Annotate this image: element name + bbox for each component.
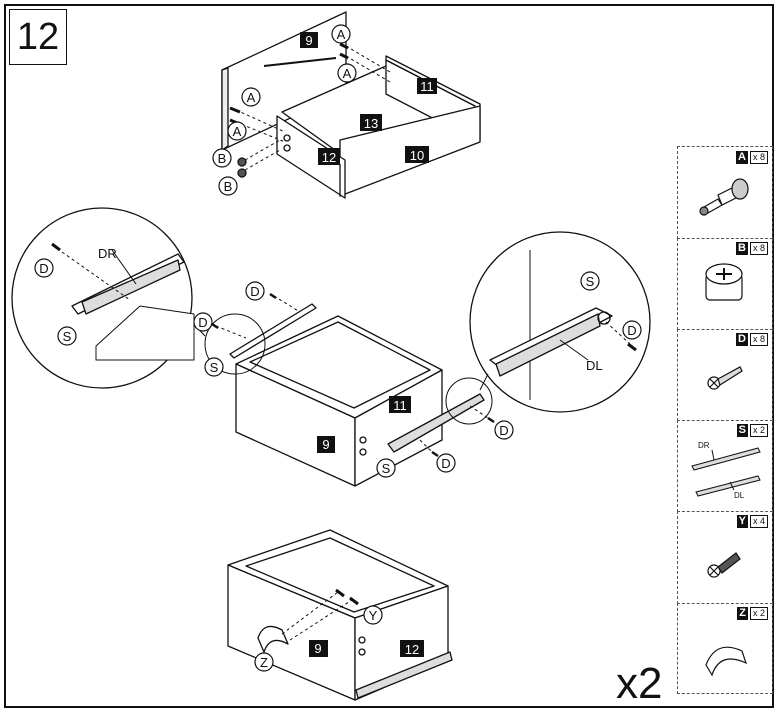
slide-label-dl: DL — [586, 358, 603, 373]
part-11-label: 11 — [420, 79, 434, 94]
callout-d: D — [39, 261, 48, 276]
part-11-label: 11 — [393, 398, 407, 413]
callout-d: D — [198, 315, 207, 330]
drawer-with-slides — [204, 292, 495, 487]
drawer-with-handle — [227, 529, 453, 701]
callout-a: A — [337, 27, 346, 42]
part-9-label: 9 — [305, 33, 312, 48]
callout-b: B — [224, 179, 233, 194]
slide-label-dr: DR — [698, 441, 710, 450]
part-12-label: 12 — [322, 150, 336, 165]
callout-d: D — [627, 323, 636, 338]
callout-a: A — [343, 66, 352, 81]
slide-label-dr: DR — [98, 246, 117, 261]
callout-s: S — [63, 329, 72, 344]
callout-a: A — [233, 124, 242, 139]
part-10-label: 10 — [410, 148, 424, 163]
callout-d: D — [441, 456, 450, 471]
exploded-drawer-box — [221, 11, 481, 199]
drawer-slide-icon: DR DL — [691, 441, 761, 500]
callout-s: S — [586, 274, 595, 289]
slide-label-dl: DL — [734, 491, 745, 500]
handle-screw-icon — [707, 552, 741, 578]
part-12-label: 12 — [405, 642, 419, 657]
callout-d: D — [250, 284, 259, 299]
callout-y: Y — [369, 608, 378, 623]
quantity-multiplier: x2 — [616, 659, 663, 708]
screw-icon — [707, 366, 743, 390]
part-13-label: 13 — [364, 116, 378, 131]
callout-a: A — [247, 90, 256, 105]
handle-icon — [705, 646, 748, 677]
cam-dowel-icon — [699, 178, 749, 216]
instruction-frame — [4, 4, 774, 708]
part-9-label: 9 — [322, 437, 329, 452]
part-9-label: 9 — [314, 641, 321, 656]
callout-z: Z — [260, 655, 268, 670]
cam-lock-icon — [705, 263, 743, 301]
callout-b: B — [218, 151, 227, 166]
callout-d: D — [499, 423, 508, 438]
step-number: 12 — [9, 9, 67, 65]
detail-left — [11, 207, 206, 389]
callout-s: S — [382, 461, 391, 476]
detail-right — [469, 231, 651, 413]
callout-s: S — [210, 360, 219, 375]
